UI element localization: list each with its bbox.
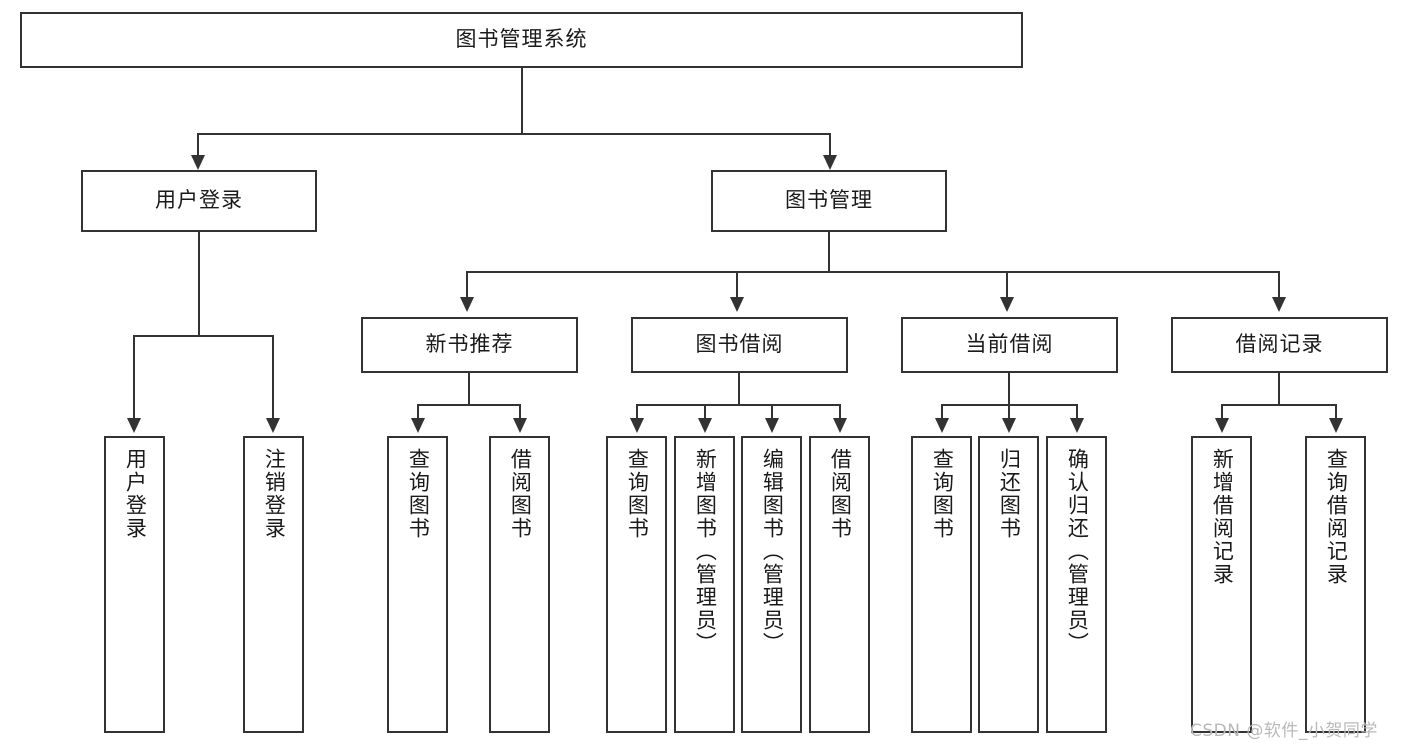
node-label: 图书管理系统 [455,27,588,52]
connector-new-book-recommend-stem [468,373,470,405]
connector-new-book-recommend-bar [417,404,521,406]
arrowhead-borrow-record [1272,297,1286,312]
connector-to-new-book-recommend [466,271,468,299]
node-label: 新书推荐 [425,332,514,357]
node-label: 用户登录 [155,188,243,213]
node-label: 借阅记录 [1235,332,1324,357]
connector-to-leaf-query-record [1335,404,1337,420]
arrowhead-book-management [823,155,837,170]
node-new-book-recommend[interactable]: 新书推荐 [361,317,578,373]
node-label: 图书借阅 [695,332,784,357]
connector-to-leaf-add-book [704,404,706,420]
connector-to-leaf-add-record [1221,404,1223,420]
connector-to-borrow-record [1278,271,1280,299]
arrowhead-leaf-add-record [1215,418,1229,433]
connector-user-login-stem [198,232,200,336]
node-label: 借阅图书 [828,448,853,540]
node-label: 查询图书 [625,448,650,540]
arrowhead-book-borrow [730,297,744,312]
leaf-user-login[interactable]: 用户登录 [104,436,165,733]
node-current-borrow[interactable]: 当前借阅 [901,317,1118,373]
arrowhead-new-book-recommend [460,297,474,312]
connector-to-leaf-borrow-book-1 [519,404,521,420]
connector-book-borrow-stem [738,373,740,405]
node-label: 查询图书 [930,448,955,540]
leaf-borrow-book-2[interactable]: 借阅图书 [809,436,870,733]
node-book-management[interactable]: 图书管理 [711,170,947,232]
leaf-add-book[interactable]: 新增图书（管理员） [674,436,735,733]
connector-to-leaf-confirm-return [1076,404,1078,420]
connector-book-management-stem [828,232,830,272]
connector-root-bar [197,133,831,135]
arrowhead-leaf-query-record [1329,418,1343,433]
connector-to-leaf-borrow-book-2 [839,404,841,420]
node-label: 编辑图书（管理员） [760,448,785,655]
node-label: 新增借阅记录 [1210,448,1235,586]
node-book-borrow[interactable]: 图书借阅 [631,317,848,373]
connector-to-leaf-edit-book [771,404,773,420]
arrowhead-leaf-borrow-book-1 [513,418,527,433]
connector-to-leaf-query-book-2 [636,404,638,420]
arrowhead-current-borrow [1000,297,1014,312]
node-borrow-record[interactable]: 借阅记录 [1171,317,1388,373]
leaf-edit-book[interactable]: 编辑图书（管理员） [741,436,802,733]
node-label: 新增图书（管理员） [693,448,718,655]
connector-to-leaf-user-login [133,335,135,420]
node-label: 借阅图书 [508,448,533,540]
arrowhead-leaf-borrow-book-2 [833,418,847,433]
arrowhead-leaf-return-book [1002,418,1016,433]
connector-root-stem [521,68,523,134]
connector-to-leaf-return-book [1008,404,1010,420]
connector-borrow-record-stem [1278,373,1280,405]
connector-book-management-bar [466,271,1280,273]
connector-book-borrow-bar [636,404,841,406]
arrowhead-leaf-query-book-2 [630,418,644,433]
connector-root-to-user-login [197,133,199,157]
connector-borrow-record-bar [1221,404,1337,406]
arrowhead-leaf-logout-login [266,418,280,433]
arrowhead-leaf-user-login [127,418,141,433]
node-label: 查询借阅记录 [1324,448,1349,586]
csdn-watermark: CSDN @软件_小贺同学 [1190,721,1378,741]
node-label: 注销登录 [262,448,287,540]
leaf-query-book-3[interactable]: 查询图书 [911,436,972,733]
leaf-borrow-book-1[interactable]: 借阅图书 [489,436,550,733]
node-label: 确认归还（管理员） [1065,448,1090,655]
node-user-login[interactable]: 用户登录 [81,170,317,232]
connector-to-leaf-query-book-1 [417,404,419,420]
leaf-add-record[interactable]: 新增借阅记录 [1191,436,1252,733]
node-label: 归还图书 [997,448,1022,540]
leaf-query-record[interactable]: 查询借阅记录 [1305,436,1366,733]
arrowhead-leaf-confirm-return [1070,418,1084,433]
arrowhead-leaf-edit-book [765,418,779,433]
arrowhead-user-login [191,155,205,170]
connector-current-borrow-stem [1008,373,1010,405]
arrowhead-leaf-query-book-3 [935,418,949,433]
connector-root-to-book-management [829,133,831,157]
node-label: 查询图书 [406,448,431,540]
connector-user-login-bar [134,335,273,337]
leaf-return-book[interactable]: 归还图书 [978,436,1039,733]
leaf-query-book-1[interactable]: 查询图书 [387,436,448,733]
connector-to-book-borrow [736,271,738,299]
arrowhead-leaf-query-book-1 [411,418,425,433]
connector-to-current-borrow [1006,271,1008,299]
leaf-confirm-return[interactable]: 确认归还（管理员） [1046,436,1107,733]
arrowhead-leaf-add-book [698,418,712,433]
connector-to-leaf-logout-login [272,335,274,420]
node-label: 当前借阅 [965,332,1054,357]
node-label: 用户登录 [123,448,148,540]
node-label: 图书管理 [785,188,873,213]
connector-to-leaf-query-book-3 [941,404,943,420]
leaf-logout-login[interactable]: 注销登录 [243,436,304,733]
node-root-system[interactable]: 图书管理系统 [20,12,1023,68]
leaf-query-book-2[interactable]: 查询图书 [606,436,667,733]
